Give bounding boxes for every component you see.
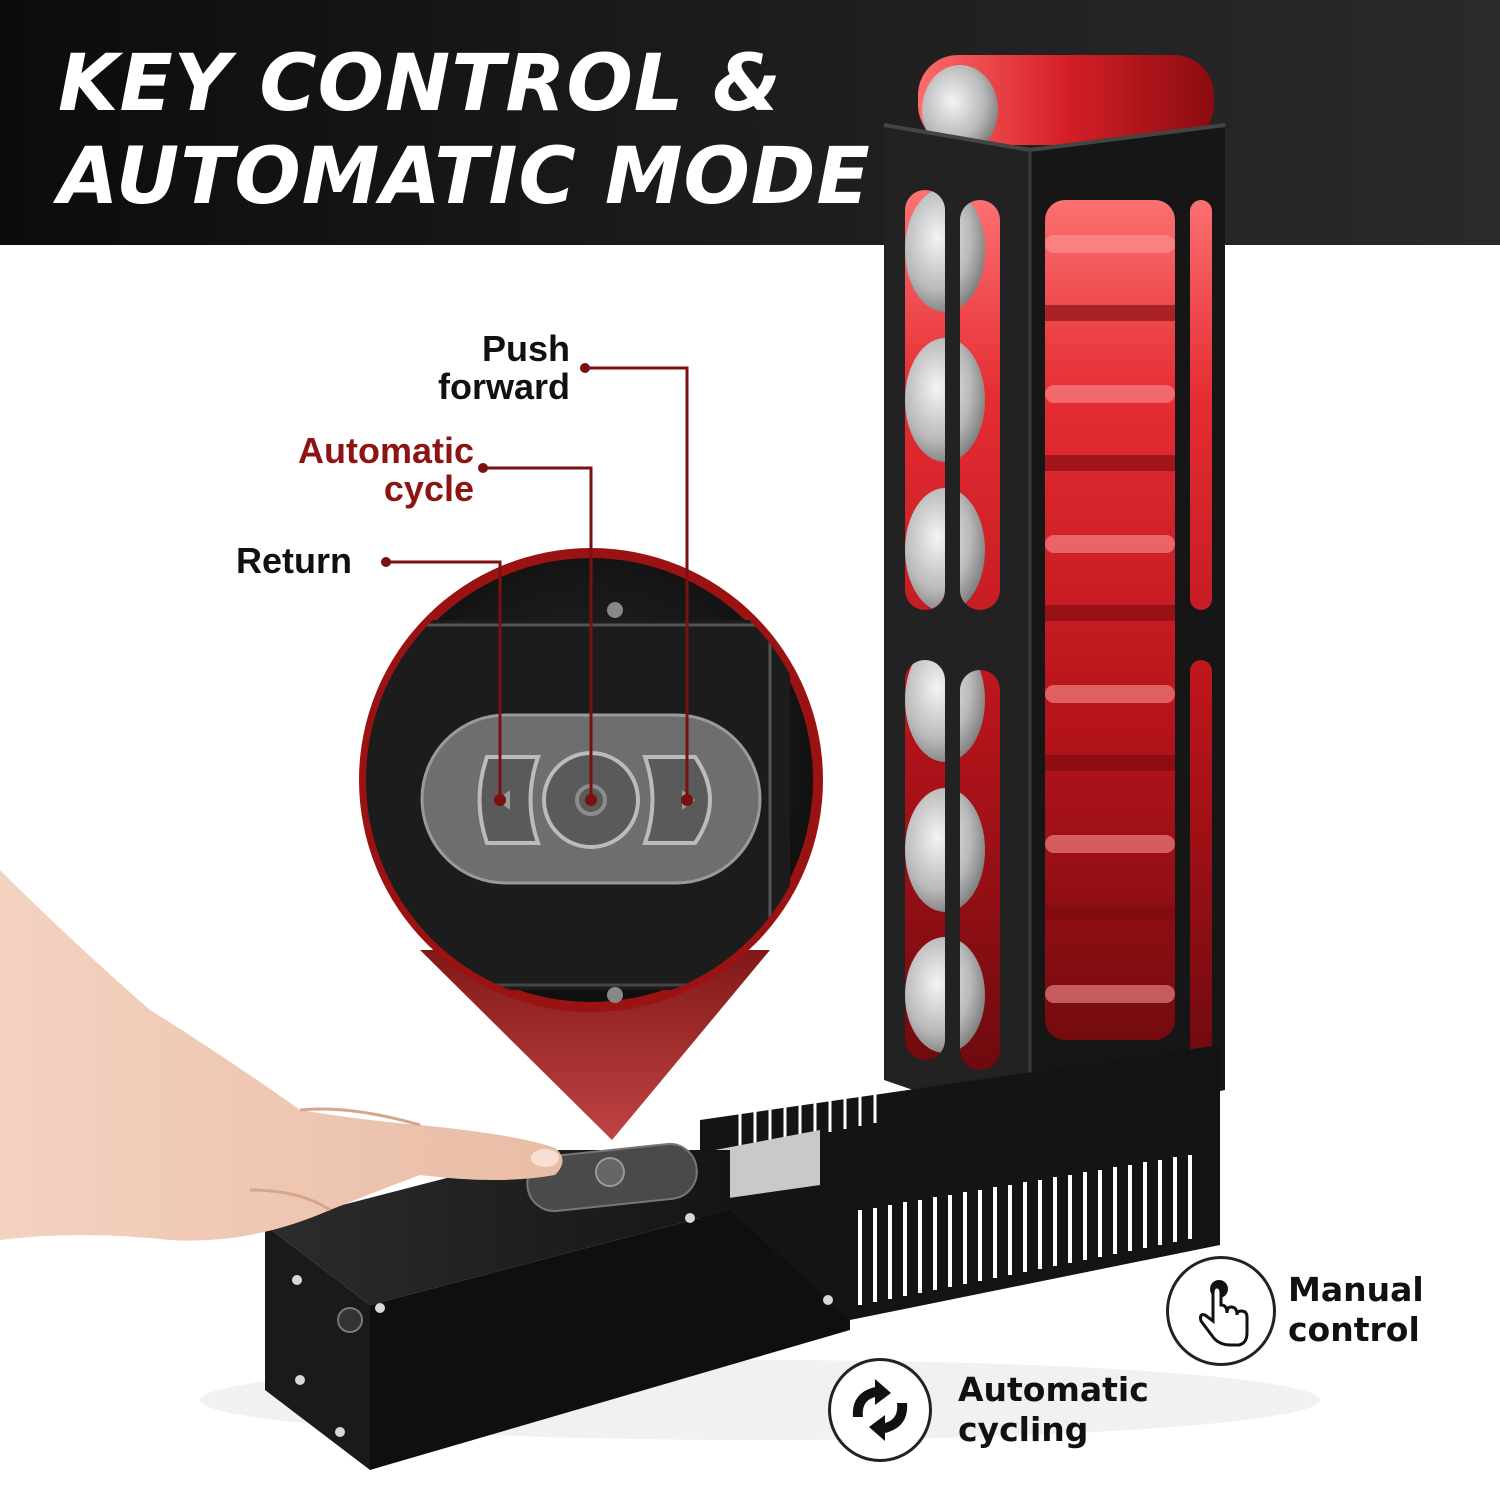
- dispenser-base: [265, 1045, 1220, 1470]
- push-forward-line-1: Push: [481, 328, 570, 369]
- automatic-cycling-label: Automatic cycling: [958, 1370, 1149, 1450]
- page-title-line-1: KEY CONTROL &: [58, 39, 782, 129]
- callout-leader-lines: [386, 366, 689, 800]
- return-label: Return: [236, 540, 352, 581]
- push-forward-line-2: forward: [437, 366, 570, 407]
- header-banner: [0, 0, 1500, 245]
- zoom-beam: [420, 950, 770, 1140]
- page-title-line-2: AUTOMATIC MODE: [58, 132, 871, 222]
- automatic-cycle-label: Automatic cycle: [260, 432, 474, 508]
- manual-control-line-2: control: [1288, 1310, 1420, 1349]
- push-forward-label: Push forward: [400, 330, 570, 406]
- cycle-arrows-icon: [828, 1358, 932, 1462]
- automatic-cycling-line-2: cycling: [958, 1410, 1089, 1449]
- hand-pointer-icon: [1166, 1256, 1276, 1366]
- pointing-hand: [0, 870, 563, 1241]
- automatic-cycling-line-1: Automatic: [958, 1370, 1149, 1409]
- zoom-magnifier: [359, 548, 823, 1012]
- manual-control-line-1: Manual: [1288, 1270, 1424, 1309]
- automatic-cycle-line-1: Automatic: [297, 430, 474, 471]
- automatic-cycle-line-2: cycle: [383, 468, 474, 509]
- manual-control-label: Manual control: [1288, 1270, 1424, 1350]
